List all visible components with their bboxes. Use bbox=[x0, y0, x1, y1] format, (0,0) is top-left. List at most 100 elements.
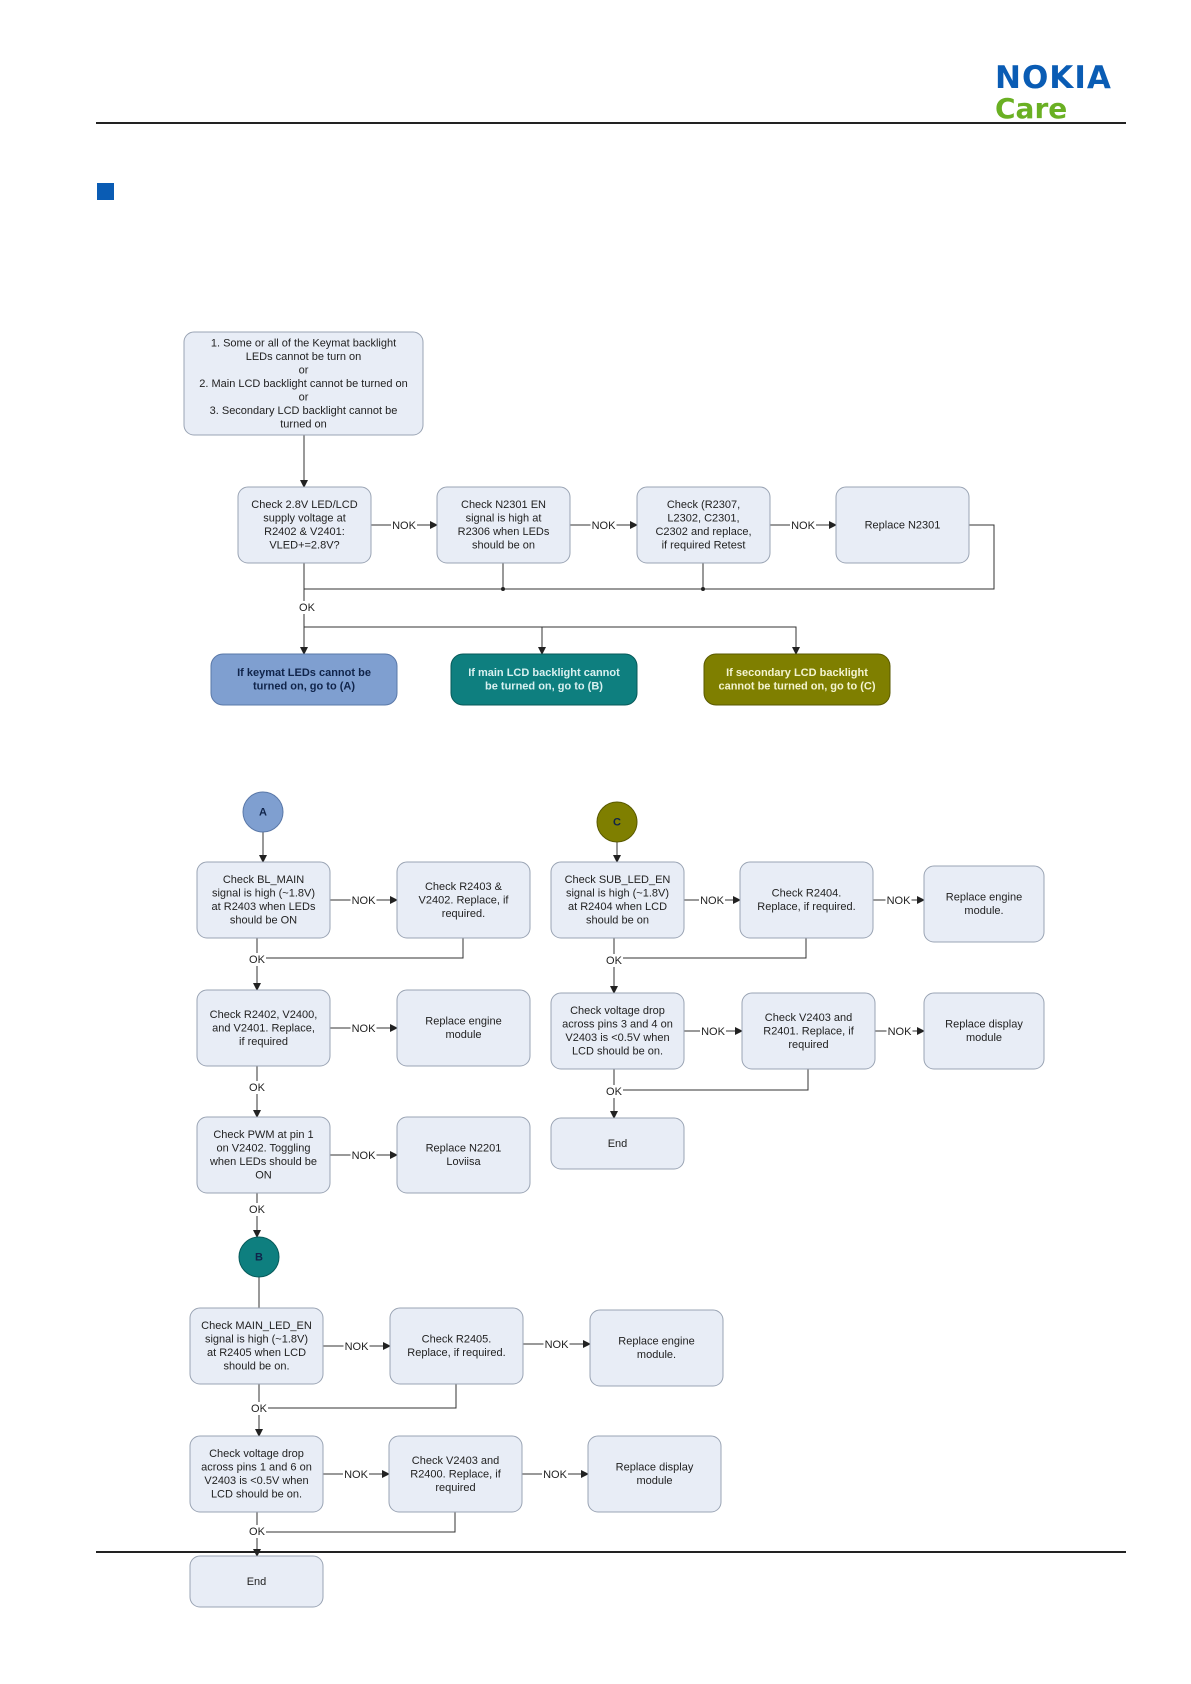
connector-circle bbox=[238, 1236, 280, 1278]
node-box bbox=[703, 653, 891, 706]
node-text-line: required. bbox=[442, 908, 485, 920]
node-text-line: Check MAIN_LED_EN bbox=[201, 1320, 312, 1332]
node-text-line: VLED+=2.8V? bbox=[269, 540, 339, 552]
node-text-line: module. bbox=[637, 1349, 676, 1361]
edge-label-bg bbox=[343, 1340, 370, 1353]
node-text-line: at R2404 when LCD bbox=[568, 901, 667, 913]
node-text-line: LEDs cannot be turn on bbox=[246, 351, 362, 363]
node-text-line: signal is high at bbox=[466, 513, 542, 525]
node-text-line: at R2403 when LEDs bbox=[212, 901, 316, 913]
node-text-line: module. bbox=[964, 905, 1003, 917]
node-text-line: across pins 3 and 4 on bbox=[562, 1019, 673, 1031]
edge-label-bg bbox=[590, 519, 617, 532]
node-box bbox=[396, 989, 531, 1067]
edge-label-nok: NOK bbox=[592, 520, 617, 532]
edge-label-nok: NOK bbox=[791, 520, 816, 532]
node-box bbox=[210, 653, 398, 706]
flow-node-n3: Check (R2307,L2302, C2301,C2302 and repl… bbox=[636, 486, 771, 564]
edge-label-bg bbox=[248, 1525, 266, 1538]
node-box bbox=[189, 1307, 324, 1385]
node-text-line: Check (R2307, bbox=[667, 499, 740, 511]
node-box bbox=[589, 1309, 724, 1387]
node-text-line: Check N2301 EN bbox=[461, 499, 546, 511]
node-text-line: cannot be turned on, go to (C) bbox=[718, 681, 875, 693]
node-box bbox=[636, 486, 771, 564]
flow-node-cC: C bbox=[596, 801, 638, 843]
section-bullet bbox=[97, 183, 114, 200]
node-text-line: R2402 & V2401: bbox=[264, 526, 345, 538]
edge-label-bg bbox=[542, 1468, 568, 1481]
node-box bbox=[183, 331, 424, 436]
node-text-line: Check R2404. bbox=[772, 888, 842, 900]
node-text-line: Replace engine bbox=[618, 1336, 694, 1348]
node-text-line: ON bbox=[255, 1170, 272, 1182]
edge-label-bg bbox=[699, 894, 725, 907]
logo-nokia-text: NOKIA bbox=[995, 60, 1112, 96]
edge-label-bg bbox=[885, 894, 912, 907]
node-text-line: C2302 and replace, bbox=[655, 526, 751, 538]
node-text-line: across pins 1 and 6 on bbox=[201, 1462, 312, 1474]
edge-label-nok: NOK bbox=[344, 1469, 369, 1481]
node-text-line: on V2402. Toggling bbox=[217, 1143, 311, 1155]
flow-node-goC: If secondary LCD backlight cannot be turn… bbox=[703, 653, 891, 706]
flow-node-c1r: Check R2404.Replace, if required. bbox=[739, 861, 874, 939]
node-text-line: module bbox=[445, 1029, 481, 1041]
edge-label-ok: OK bbox=[299, 602, 316, 614]
flow-node-cB: B bbox=[238, 1236, 280, 1278]
flow-edge bbox=[614, 938, 807, 959]
node-text-line: Check BL_MAIN bbox=[223, 874, 304, 886]
edge-label-nok: NOK bbox=[887, 895, 912, 907]
edge-label-nok: NOK bbox=[543, 1469, 568, 1481]
node-text-line: Check V2403 and bbox=[765, 1012, 852, 1024]
node-text-line: B bbox=[255, 1251, 263, 1263]
node-text-line: and V2401. Replace, bbox=[212, 1022, 315, 1034]
node-text-line: be turned on, go to (B) bbox=[485, 681, 603, 693]
edge-label-nok: NOK bbox=[392, 520, 417, 532]
flow-node-b1r: Check R2405.Replace, if required. bbox=[389, 1307, 524, 1385]
node-text-line: Check V2403 and bbox=[412, 1455, 499, 1467]
node-text-line: when LEDs should be bbox=[209, 1156, 317, 1168]
connector-circle bbox=[242, 791, 284, 833]
edge-label-nok: NOK bbox=[700, 895, 725, 907]
edge-label-nok: NOK bbox=[888, 1026, 913, 1038]
flow-node-start: 1. Some or all of the Keymat backlightLE… bbox=[183, 331, 424, 436]
node-box bbox=[923, 992, 1045, 1070]
node-text-line: A bbox=[259, 806, 267, 818]
node-box bbox=[237, 486, 372, 564]
node-text-line: module bbox=[966, 1032, 1002, 1044]
node-text-line: turned on bbox=[280, 418, 326, 430]
edge-label-bg bbox=[350, 894, 377, 907]
node-text-line: C bbox=[613, 816, 621, 828]
edge-label-nok: NOK bbox=[352, 895, 377, 907]
edge-label-bg bbox=[886, 1025, 913, 1038]
node-text-line: Check R2402, V2400, bbox=[210, 1009, 318, 1021]
node-text-line: or bbox=[299, 364, 309, 376]
node-box bbox=[189, 1555, 324, 1608]
node-text-line: should be on. bbox=[223, 1361, 289, 1373]
edge-label-bg bbox=[605, 1085, 623, 1098]
node-text-line: Replace N2301 bbox=[865, 519, 941, 531]
edge-label-nok: NOK bbox=[352, 1150, 377, 1162]
node-text-line: R2400. Replace, if bbox=[410, 1468, 501, 1480]
node-text-line: Replace display bbox=[945, 1019, 1023, 1031]
node-box bbox=[587, 1435, 722, 1513]
node-box bbox=[389, 1307, 524, 1385]
edge-label-bg bbox=[350, 1022, 377, 1035]
node-box bbox=[923, 865, 1045, 943]
node-text-line: Check voltage drop bbox=[570, 1005, 665, 1017]
node-text-line: If secondary LCD backlight bbox=[726, 667, 868, 679]
node-text-line: should be ON bbox=[230, 915, 297, 927]
edge-label-bg bbox=[605, 954, 623, 967]
node-text-line: or bbox=[299, 391, 309, 403]
edge-label-bg bbox=[790, 519, 816, 532]
flow-node-n4: Replace N2301 bbox=[835, 486, 970, 564]
